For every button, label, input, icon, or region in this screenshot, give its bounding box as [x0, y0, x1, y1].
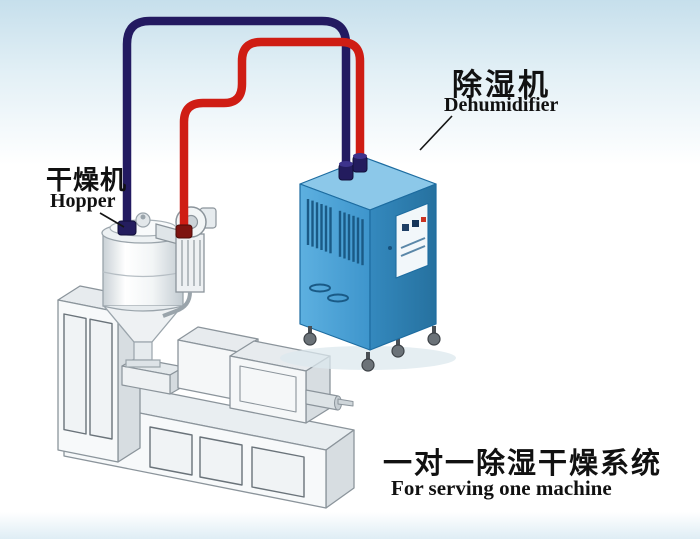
dehumidifier-label-en: Dehumidifier [444, 94, 559, 116]
control-panel [388, 202, 429, 279]
extruder-nozzle [305, 389, 354, 411]
return-tube [162, 291, 192, 318]
hopper-neck [133, 341, 153, 361]
hopper-body [102, 232, 184, 307]
red-supply-pipe [179, 37, 365, 236]
blue-return-pipe [122, 16, 351, 234]
port-cap-blue [339, 161, 353, 167]
lower-vents [309, 283, 349, 303]
hopper-flange [125, 359, 161, 368]
hopper-label-zh: 干燥机 [46, 165, 128, 195]
hopper-label-en: Hopper [50, 190, 116, 212]
dehumidifier-leader-line [419, 115, 453, 151]
hopper-fitting-blue [117, 220, 137, 236]
caster-wheel-center [361, 352, 375, 372]
duct-grill [181, 240, 201, 286]
port-cap-red [353, 153, 367, 159]
cabinet-left-face [299, 183, 371, 351]
dehumidifier-cabinet [299, 157, 441, 372]
caption-zh: 一对一除湿干燥系统 [383, 448, 663, 480]
caster-wheel-back [391, 338, 405, 358]
hopper-fitting-red [175, 224, 193, 239]
louver-vents [306, 199, 364, 266]
caster-wheel-left [303, 326, 317, 346]
caster-wheel-right [427, 326, 441, 346]
caption-en: For serving one machine [391, 476, 612, 500]
hopper-leader-line [99, 212, 125, 228]
base-access-panels [149, 426, 305, 498]
pipe-ports [117, 153, 368, 239]
dehumidifier-label-zh: 除湿机 [452, 69, 551, 102]
